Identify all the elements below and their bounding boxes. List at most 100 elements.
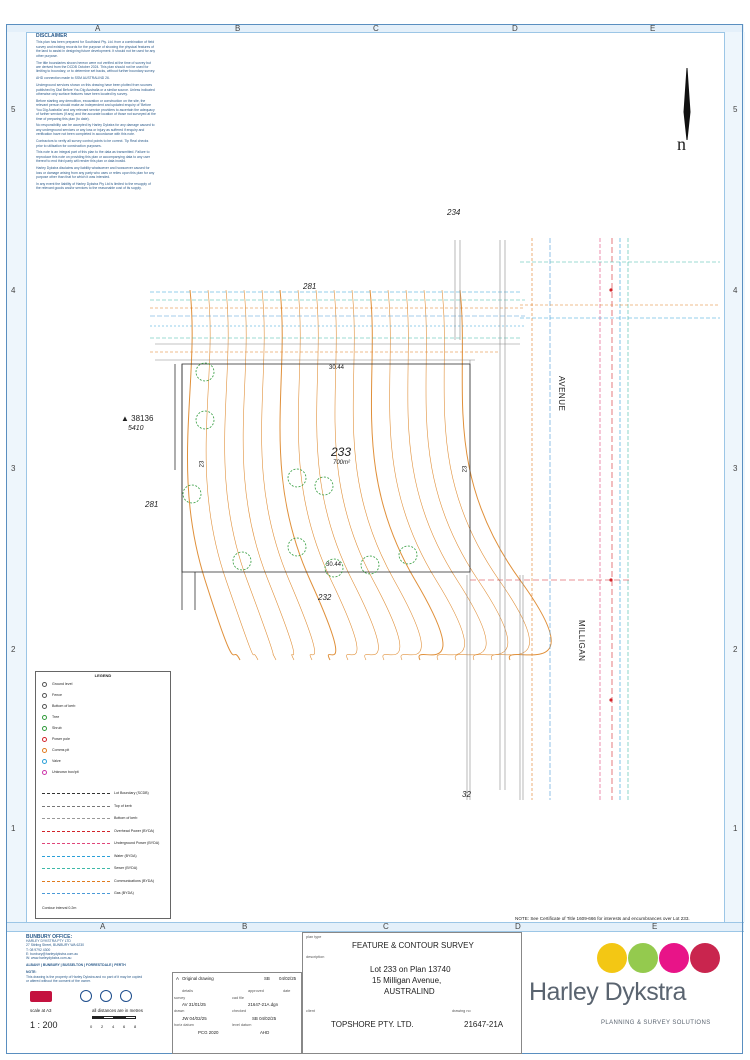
- legend-label: Water (BYDA): [114, 853, 137, 858]
- survey-mark-number: 38136: [131, 414, 154, 423]
- contour-line: [315, 289, 379, 661]
- drawing-number-value: 21647-21A: [464, 1020, 504, 1029]
- client-value: TOPSHORE PTY. LTD.: [331, 1020, 414, 1029]
- legend-label: Overhead Power (BYDA): [114, 828, 155, 833]
- legend-line-swatch: [42, 830, 110, 832]
- dial-before-you-dig-logo: [30, 991, 52, 1002]
- office-line: E: bunbury@harleydykstra.com.au: [26, 951, 79, 956]
- contour-line: [441, 289, 530, 661]
- tree-icon: [314, 476, 334, 496]
- tree-icon: [324, 558, 344, 578]
- grid-col-e-bottom: E: [652, 922, 658, 931]
- tree-icon: [182, 484, 202, 504]
- lot-281-left-label: 281: [145, 500, 159, 509]
- scale-tick: 2: [101, 1024, 104, 1029]
- horiz-datum-label: horiz datum: [174, 1023, 194, 1027]
- grid-col-a-bottom: A: [100, 922, 106, 931]
- contour-line: [279, 289, 337, 661]
- legend-symbol-icon: [42, 704, 47, 709]
- dimension-top: 30.44: [329, 365, 345, 371]
- legend-symbol-icon: [42, 693, 47, 698]
- grid-col-d-bottom: D: [515, 922, 521, 931]
- lot-boundaries: [174, 363, 471, 610]
- legend-item: Communications (BYDA): [40, 879, 166, 887]
- legend-label: Top of kerb: [114, 803, 132, 808]
- power-poles: [609, 288, 613, 702]
- note-text: This drawing is the property of Harley D…: [26, 974, 143, 983]
- lot-234-label: 234: [447, 208, 461, 217]
- grid-row-3-left: 3: [11, 464, 16, 473]
- legend-line-swatch: [42, 818, 110, 819]
- grid-col-b-bottom: B: [242, 922, 248, 931]
- accreditation-seal-icon: [120, 990, 132, 1002]
- contour-lines: [186, 289, 552, 661]
- disclaimer-paragraph: Contractors to verify all survey control…: [36, 139, 149, 148]
- client-label: client: [306, 1009, 315, 1013]
- legend-item: Bottom of kerb: [40, 816, 166, 824]
- legend-item: Comms pit: [40, 748, 168, 756]
- disclaimer-paragraph: The title boundaries shown hereon were n…: [36, 60, 156, 74]
- legend-label: Bottom of kerb: [52, 704, 76, 708]
- revision-description: Original drawing: [182, 976, 214, 981]
- details-label: details: [182, 989, 193, 993]
- legend-item: Valve: [40, 759, 168, 767]
- street-name-avenue: AVENUE: [557, 376, 566, 412]
- description-label: description: [306, 955, 325, 959]
- horiz-datum-value: PCG 2020: [198, 1030, 219, 1035]
- level-datum-value: AHD: [260, 1030, 270, 1035]
- disclaimer-title: DISCLAIMER: [36, 33, 68, 39]
- description-line: AUSTRALIND: [384, 987, 435, 996]
- legend-label: Underground Power (BYDA): [114, 841, 160, 845]
- disclaimer-paragraph: Before starting any demolition, excavati…: [36, 98, 156, 121]
- checked-value: SB 04/02/25: [252, 1016, 277, 1021]
- company-tagline: PLANNING & SURVEY SOLUTIONS: [601, 1020, 711, 1026]
- contour-line: [261, 289, 315, 661]
- contour-line: [186, 289, 241, 661]
- drawn-label: drawn: [174, 1009, 185, 1013]
- trees: [182, 362, 418, 578]
- grid-row-2-left: 2: [11, 645, 16, 654]
- legend-symbol-icon: [42, 726, 47, 731]
- legend-symbol-icon: [42, 682, 47, 687]
- legend-line-swatch: [42, 868, 110, 869]
- contour-line: [297, 289, 358, 661]
- scale-tick: 4: [112, 1024, 115, 1029]
- disclaimer-paragraph: This plan has been prepared for Southlan…: [36, 40, 156, 58]
- legend-line-swatch: [42, 855, 110, 857]
- grid-col-a-top: A: [95, 24, 101, 33]
- legend-line-swatch: [42, 793, 110, 794]
- contour-line: [459, 289, 552, 661]
- legend-label: Valve: [52, 759, 61, 763]
- scale-tick: 6: [123, 1024, 126, 1029]
- legend-symbol-icon: [42, 770, 47, 775]
- plan-type-label: plan type: [306, 935, 322, 939]
- contour-line: [423, 289, 509, 661]
- legend-item: Bottom of kerb: [40, 704, 168, 712]
- utility-lines: [150, 238, 720, 800]
- disclaimer-paragraph: Harley Dykstra disclaims any liability w…: [36, 166, 155, 179]
- legend-label: Ground level: [52, 682, 73, 686]
- grid-row-5-right: 5: [733, 105, 738, 114]
- grid-row-1-right: 1: [733, 824, 738, 833]
- grid-frame-left: [6, 32, 27, 922]
- contour-line: [369, 289, 444, 661]
- survey-value: AV 31/01/25: [182, 1002, 206, 1007]
- brand-dot: [597, 943, 627, 973]
- plan-info-panel: [302, 932, 522, 1054]
- scale-label: scale at A3: [30, 1008, 52, 1013]
- brand-dot: [659, 943, 689, 973]
- dimension-bottom: 30.44: [326, 562, 342, 568]
- disclaimer-paragraph: Underground services shown on this drawi…: [36, 83, 155, 96]
- tree-icon: [232, 551, 252, 571]
- accreditation-seal-icon: [100, 990, 112, 1002]
- legend-item: Sewer (BYDA): [40, 866, 166, 874]
- office-details: BUNBURY OFFICE: HARLEY DYKSTRA PTY LTD 2…: [26, 934, 146, 983]
- legend-symbol-icon: [42, 715, 47, 720]
- legend-item: Shrub: [40, 726, 168, 734]
- revision-date: 04/02/25: [279, 976, 297, 981]
- grid-row-4-left: 4: [11, 286, 16, 295]
- legend-item: Power pole: [40, 737, 168, 745]
